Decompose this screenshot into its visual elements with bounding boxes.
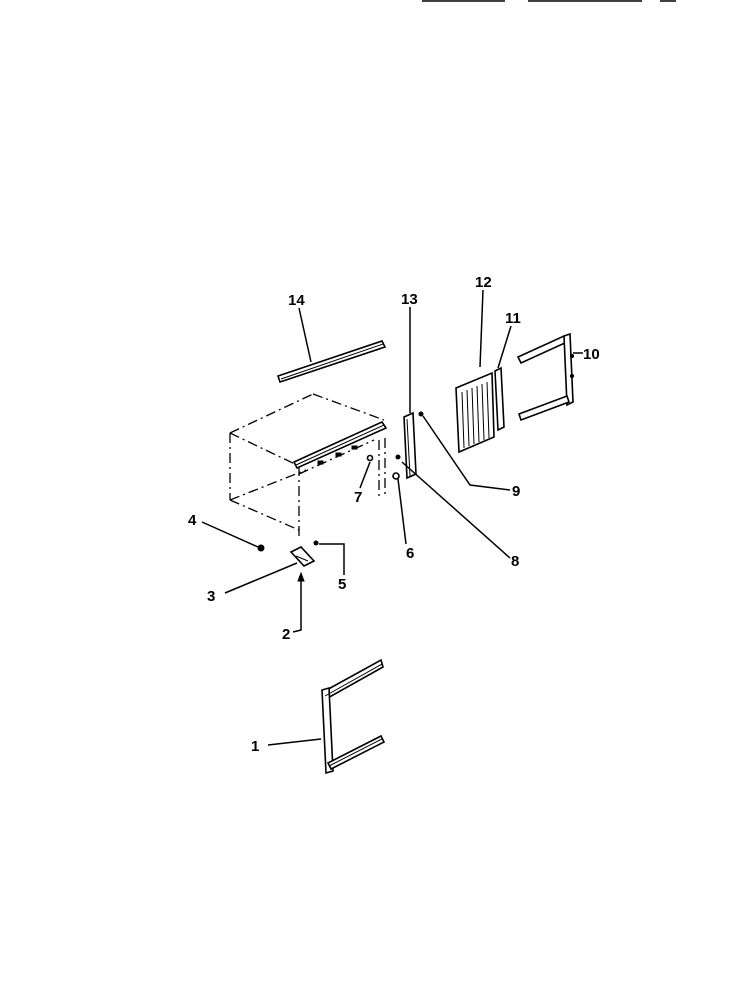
part-10-c-frame [516, 332, 575, 422]
callout-9: 9 [512, 483, 520, 500]
part-5-screw [313, 540, 319, 546]
callout-6: 6 [406, 545, 414, 562]
callout-12: 12 [475, 274, 492, 291]
part-11-filter-strip [494, 366, 505, 432]
leader-lines [201, 289, 583, 746]
callout-8: 8 [511, 553, 519, 570]
part-4-screw [257, 544, 265, 552]
cabinet-side-rail [292, 420, 388, 475]
callout-1: 1 [251, 738, 259, 755]
cabinet-outline [229, 393, 385, 540]
callout-2: 2 [282, 626, 290, 643]
callout-13: 13 [401, 291, 418, 308]
callout-7: 7 [354, 489, 362, 506]
callout-labels: 14 13 12 11 10 9 8 7 6 5 4 3 2 1 [188, 274, 600, 755]
callout-4: 4 [188, 512, 197, 529]
callout-14: 14 [288, 292, 305, 309]
callout-11: 11 [505, 310, 521, 327]
part-2-screw [297, 571, 305, 582]
callout-5: 5 [338, 576, 346, 593]
part-3-clip [289, 546, 316, 567]
part-12-filter [455, 371, 495, 454]
callout-3: 3 [207, 588, 215, 605]
part-14-top-rail [276, 340, 387, 384]
callout-10: 10 [583, 346, 600, 363]
guide-posts [366, 438, 386, 498]
part-1-c-frame [321, 658, 386, 775]
part-13-side-bracket [392, 411, 424, 480]
